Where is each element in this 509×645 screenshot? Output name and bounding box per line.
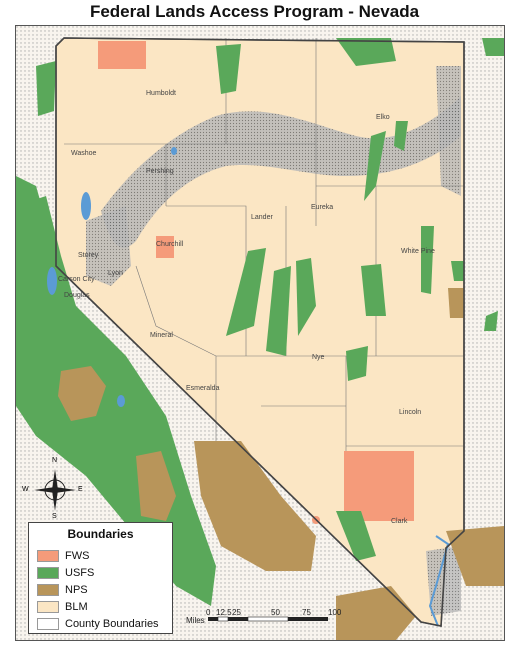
scale-tick-0: 0 [206,608,211,617]
county-label-esmeralda: Esmeralda [186,385,220,392]
state-boundary [55,37,465,627]
water-bodies [47,147,450,627]
yosemite-nps[interactable] [58,366,106,421]
county-label-lander: Lander [251,214,273,221]
quinn-usfs[interactable] [346,346,368,381]
compass-w: W [22,486,29,493]
nw-forest-2[interactable] [36,61,56,116]
legend-label-blm: BLM [65,601,88,613]
scale-tick-100: 100 [328,608,342,617]
legend-label-fws: FWS [65,550,90,562]
county-label-washoe: Washoe [71,150,97,157]
reno-private [86,206,131,286]
map-title: Federal Lands Access Program - Nevada [89,2,420,21]
county-label-storey: Storey [78,252,99,259]
monitor-usfs[interactable] [361,264,386,316]
stillwater-nwr[interactable] [156,236,174,258]
mojave-nps[interactable] [336,586,416,640]
northwest-forest[interactable] [16,176,46,226]
kings-nps[interactable] [136,451,176,521]
compass-rose: N S E W [22,457,83,520]
east-usfs[interactable] [484,311,498,331]
jarbidge-usfs[interactable] [336,38,396,66]
legend-swatch-fws [37,550,59,562]
legend: Boundaries FWS USFS NPS BLM County Bound… [28,522,173,634]
sheldon-nwr[interactable] [98,41,146,69]
county-label-eureka: Eureka [311,204,334,211]
east-private [436,66,461,196]
scale-tick-50: 50 [271,608,280,617]
schell-usfs[interactable] [451,261,464,281]
scale-tick-25: 25 [232,608,241,617]
county-label-mineral: Mineral [150,332,173,339]
compass-s: S [52,513,57,520]
county-label-elko: Elko [376,114,390,121]
county-label-humboldt: Humboldt [146,90,176,97]
death-valley-nps[interactable] [194,441,316,571]
county-label-carson: Carson City [58,276,95,283]
legend-item-usfs: USFS [37,566,94,580]
ruby-usfs[interactable] [364,131,386,201]
desert-nwr[interactable] [344,451,414,521]
compass-icon [34,469,76,511]
scale-tick-12: 12.5 [216,608,232,617]
legend-label-county: County Boundaries [65,618,159,630]
scale-bar-graphic [208,616,328,622]
ne-usfs[interactable] [482,38,504,56]
legend-swatch-county [37,618,59,630]
scale-unit: Miles [186,616,205,625]
legend-label-nps: NPS [65,584,88,596]
legend-title: Boundaries [67,527,134,541]
county-label-clark: Clark [391,518,408,525]
legend-item-blm: BLM [37,600,88,614]
compass-n: N [52,457,58,464]
white-pine-usfs[interactable] [421,226,434,294]
scale-tick-75: 75 [302,608,311,617]
legend-swatch-blm [37,601,59,613]
county-label-lyon: Lyon [108,270,123,277]
toiyabe-usfs-2[interactable] [266,266,291,356]
lake-mead-nps[interactable] [446,526,504,586]
county-label-douglas: Douglas [64,292,90,299]
legend-item-county: County Boundaries [37,617,159,631]
county-label-churchill: Churchill [156,241,184,248]
county-label-pershing: Pershing [146,168,174,175]
legend-swatch-usfs [37,567,59,579]
county-label-nye: Nye [312,354,325,361]
elko-usfs[interactable] [394,121,408,151]
legend-item-fws: FWS [37,549,89,563]
county-label-lincoln: Lincoln [399,409,422,416]
humboldt-private-band [101,96,461,248]
legend-swatch-nps [37,584,59,596]
toquima-usfs[interactable] [296,258,316,336]
compass-e: E [78,486,83,493]
toiyabe-usfs-1[interactable] [226,248,266,336]
county-label-white-pine: White Pine [401,248,435,255]
spring-mtn-usfs[interactable] [336,511,376,561]
legend-label-usfs: USFS [65,567,95,579]
scale-bar: Miles 0 12.5 25 50 75 100 [186,608,351,628]
santa-rosa-usfs[interactable] [216,44,241,94]
great-basin-nps[interactable] [448,288,464,318]
legend-item-nps: NPS [37,583,88,597]
